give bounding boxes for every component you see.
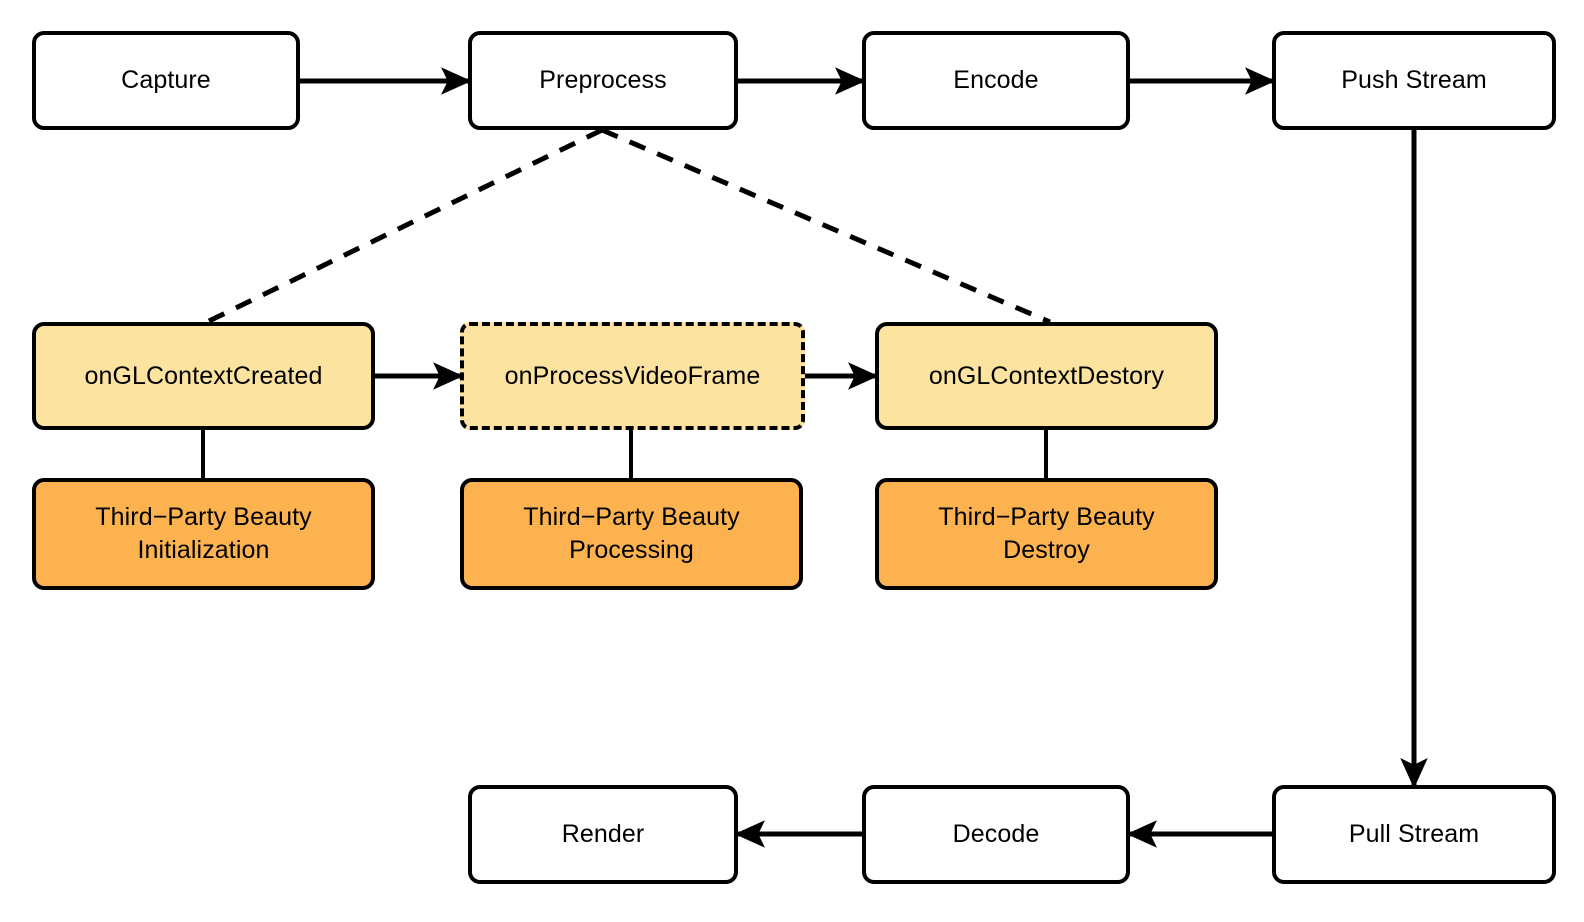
node-encode[interactable]: Encode bbox=[862, 31, 1130, 130]
edge-preprocess-to-gl-destory bbox=[601, 127, 1051, 325]
node-beauty-initialization[interactable]: Third−Party Beauty Initialization bbox=[32, 478, 375, 590]
node-beauty-processing-label: Third−Party Beauty Processing bbox=[523, 503, 740, 564]
node-on-process-video-frame-label: onProcessVideoFrame bbox=[504, 361, 761, 390]
node-render-label: Render bbox=[561, 820, 645, 848]
node-preprocess[interactable]: Preprocess bbox=[468, 31, 738, 130]
node-beauty-destroy[interactable]: Third−Party Beauty Destroy bbox=[875, 478, 1218, 590]
node-push-stream[interactable]: Push Stream bbox=[1272, 31, 1556, 130]
edge-preprocess-to-gl-created bbox=[205, 127, 604, 325]
node-beauty-initialization-label: Third−Party Beauty Initialization bbox=[95, 503, 312, 564]
node-preprocess-label: Preprocess bbox=[539, 66, 667, 94]
node-encode-label: Encode bbox=[953, 66, 1039, 94]
node-beauty-destroy-label: Third−Party Beauty Destroy bbox=[938, 503, 1155, 564]
node-push-stream-label: Push Stream bbox=[1341, 66, 1487, 94]
node-on-gl-context-destory[interactable]: onGLContextDestory bbox=[875, 322, 1218, 430]
node-pull-stream[interactable]: Pull Stream bbox=[1272, 785, 1556, 884]
node-pull-stream-label: Pull Stream bbox=[1348, 820, 1480, 848]
node-on-gl-context-created[interactable]: onGLContextCreated bbox=[32, 322, 375, 430]
node-capture-label: Capture bbox=[121, 66, 211, 94]
node-on-gl-context-destory-label: onGLContextDestory bbox=[928, 361, 1165, 390]
node-on-process-video-frame[interactable]: onProcessVideoFrame bbox=[460, 322, 805, 430]
node-capture[interactable]: Capture bbox=[32, 31, 300, 130]
node-decode[interactable]: Decode bbox=[862, 785, 1130, 884]
node-decode-label: Decode bbox=[952, 820, 1040, 848]
node-on-gl-context-created-label: onGLContextCreated bbox=[84, 361, 323, 390]
node-render[interactable]: Render bbox=[468, 785, 738, 884]
node-beauty-processing[interactable]: Third−Party Beauty Processing bbox=[460, 478, 803, 590]
